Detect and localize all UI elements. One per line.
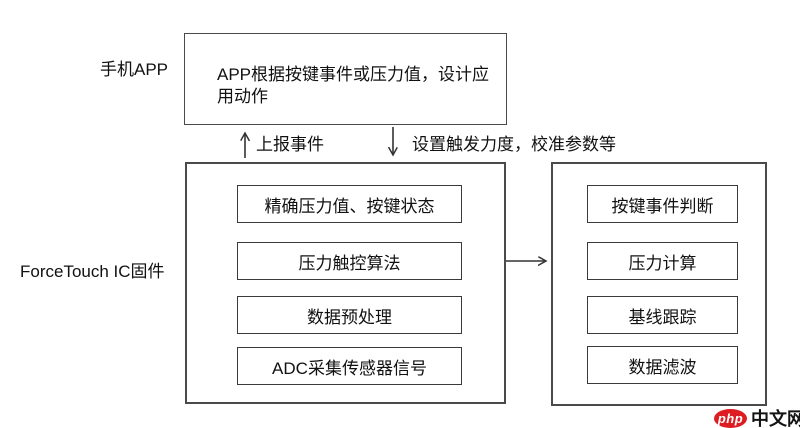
watermark-site-name: 中文网 xyxy=(751,409,800,428)
app-action-text-line1: APP根据按键事件或压力值，设计应 xyxy=(217,65,490,84)
node-key-event-judgment: 按键事件判断 xyxy=(587,185,738,223)
node-pressure-value-key-state: 精确压力值、按键状态 xyxy=(237,185,462,223)
phone-app-label: 手机APP xyxy=(100,60,169,79)
app-action-box: APP根据按键事件或压力值，设计应 用动作 xyxy=(184,33,507,125)
app-action-text-line2: 用动作 xyxy=(217,87,268,106)
php-logo-icon: php xyxy=(714,408,747,428)
node-data-preprocessing: 数据预处理 xyxy=(237,296,462,334)
php-cn-watermark: php 中文网 xyxy=(714,405,800,428)
report-event-label: 上报事件 xyxy=(256,135,324,154)
node-pressure-touch-algorithm: 压力触控算法 xyxy=(237,242,462,280)
node-adc-sensor-signal: ADC采集传感器信号 xyxy=(237,347,462,385)
node-data-filtering: 数据滤波 xyxy=(587,346,738,384)
configure-parameters-label: 设置触发力度，校准参数等 xyxy=(412,135,616,154)
node-baseline-tracking: 基线跟踪 xyxy=(587,296,738,334)
forcetouch-firmware-label: ForceTouch IC固件 xyxy=(20,262,165,281)
node-pressure-calculation: 压力计算 xyxy=(587,242,738,280)
